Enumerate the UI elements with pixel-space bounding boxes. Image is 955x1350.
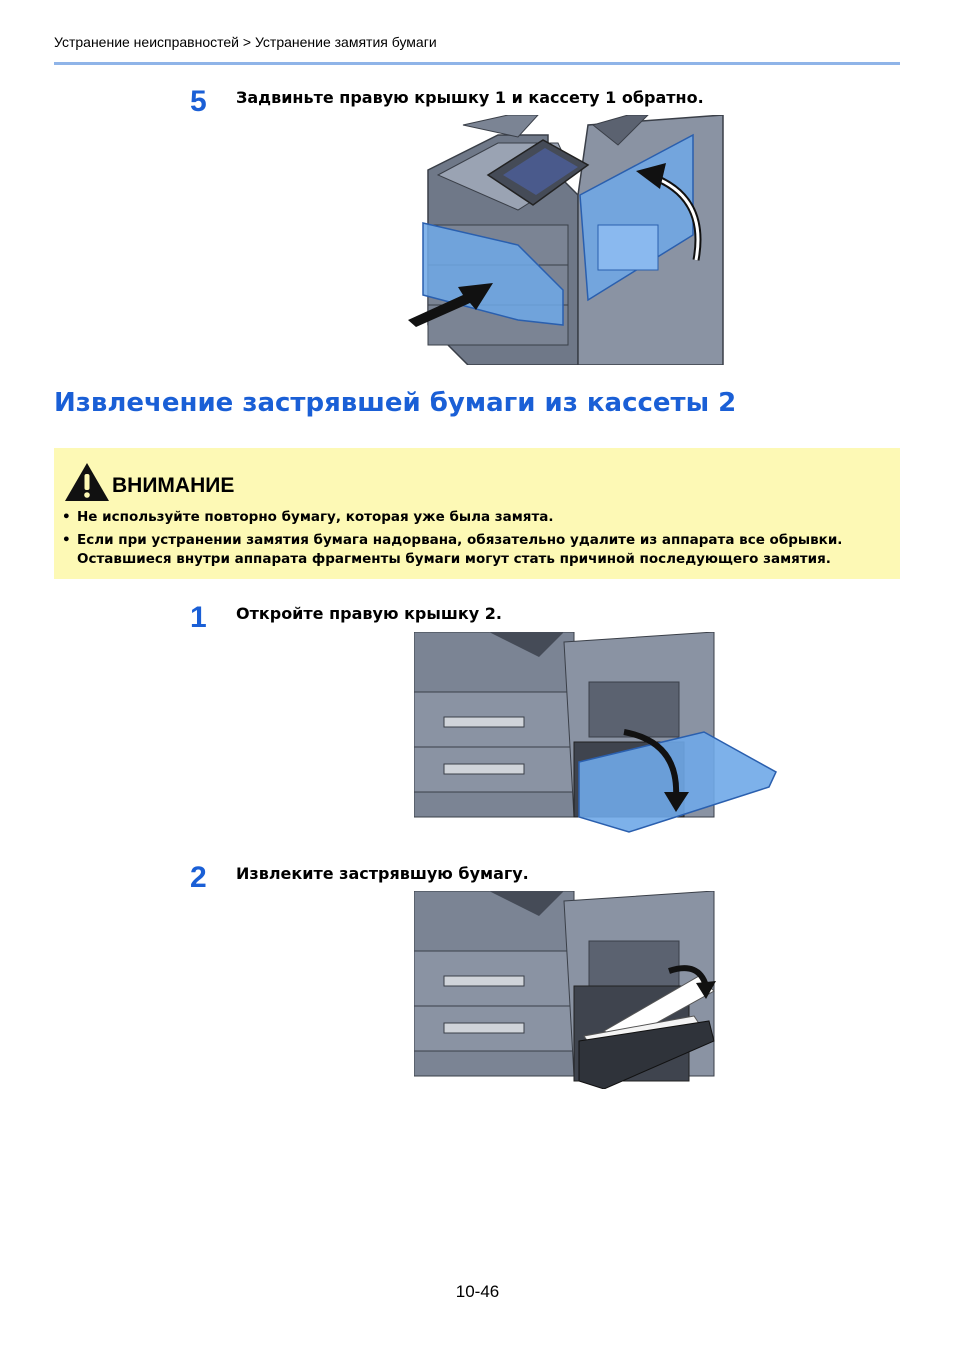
- caution-item: • Если при устранении замятия бумага надо…: [62, 531, 882, 569]
- figure-close-cover-and-cassette: [408, 115, 724, 365]
- header-rule: [54, 62, 900, 65]
- bullet: •: [62, 509, 71, 525]
- caution-item: • Не используйте повторно бумагу, которая…: [62, 508, 882, 527]
- bullet: •: [62, 532, 71, 548]
- step-5-text: Задвиньте правую крышку 1 и кассету 1 об…: [236, 88, 704, 107]
- breadcrumb: Устранение неисправностей > Устранение з…: [54, 34, 437, 50]
- step-1-text: Откройте правую крышку 2.: [236, 604, 502, 623]
- page-number: 10-46: [455, 1282, 500, 1301]
- figure-remove-jammed-paper: [414, 891, 716, 1089]
- caution-item-text: Если при устранении замятия бумага надор…: [77, 532, 843, 567]
- caution-item-text: Не используйте повторно бумагу, которая …: [77, 509, 554, 525]
- step-2-number: 2: [190, 861, 207, 894]
- step-2-text: Извлеките застрявшую бумагу.: [236, 864, 529, 883]
- step-1-number: 1: [190, 601, 207, 634]
- section-title: Извлечение застрявшей бумаги из кассеты …: [54, 388, 737, 418]
- figure-open-right-cover-2: [414, 632, 777, 833]
- caution-heading: ВНИМАНИЕ: [112, 474, 235, 497]
- caution-list: • Не используйте повторно бумагу, которая…: [62, 508, 882, 573]
- warning-icon: [65, 463, 109, 501]
- caution-box: ВНИМАНИЕ • Не используйте повторно бумагу…: [54, 448, 900, 579]
- step-5-number: 5: [190, 85, 207, 118]
